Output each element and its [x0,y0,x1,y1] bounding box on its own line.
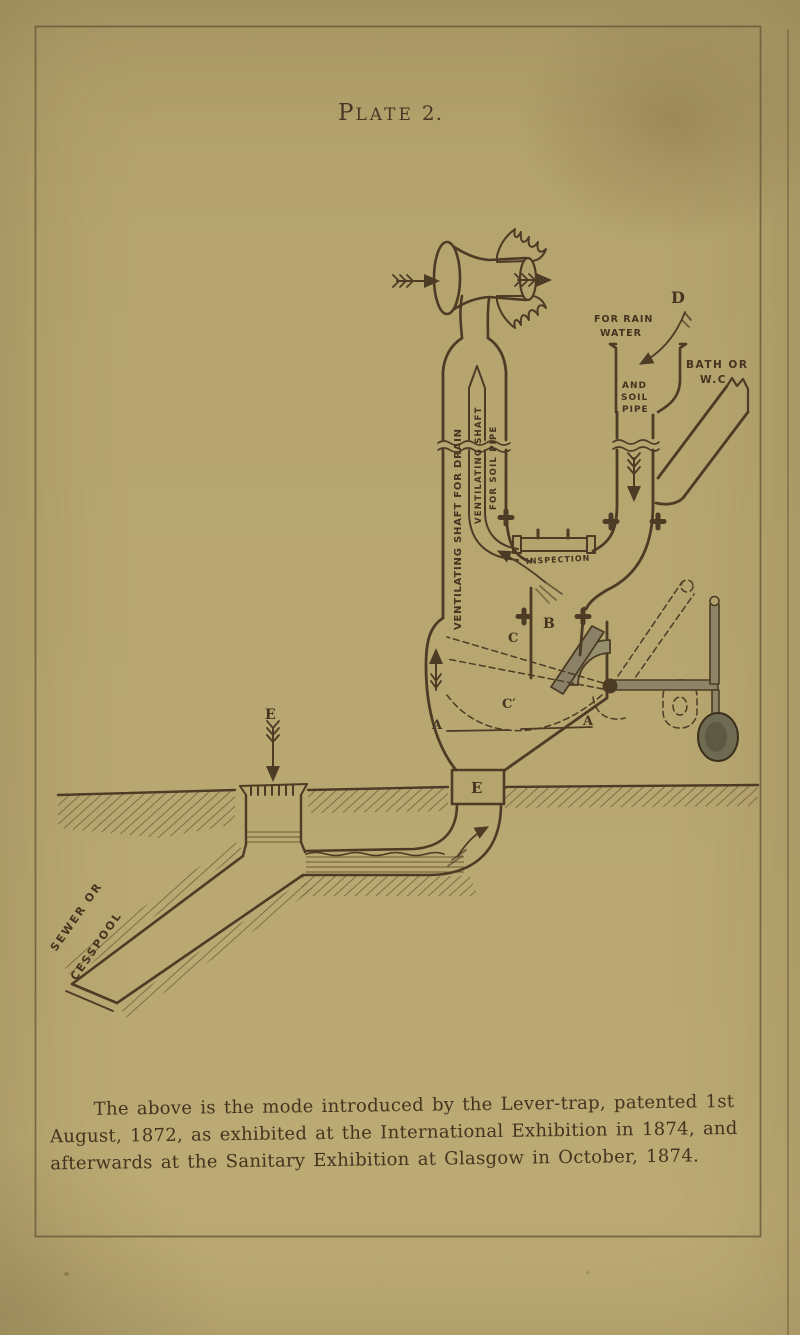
label-a-left: A [431,718,443,733]
junction-air-arrow [496,550,563,604]
drain-air-arrow [447,826,490,867]
bath-pipe [654,376,750,506]
label-soil-line2: SOIL [621,393,648,403]
lever-weight [697,712,739,762]
gully-chamber [241,793,307,858]
label-soil-line3: PIPE [622,405,649,415]
paper-speck-2 [586,1271,589,1274]
label-e-outlet: E [471,779,482,797]
label-for-rain-line1: FOR RAIN [594,314,653,325]
soil-pipe [584,410,655,611]
rain-hopper [608,342,688,414]
cowl-vane-bottom [496,294,547,329]
plate-frame [34,25,789,1335]
lever-arm [609,679,719,691]
soil-pipe-down-arrow [627,452,641,502]
label-inspection: INSPECTION [526,554,591,566]
label-bath-line2: W.C [700,374,727,386]
paper-speck-1 [64,1272,69,1276]
d-flow-arrow [638,311,692,365]
lever-mechanism [602,595,739,762]
label-b: B [543,616,555,632]
label-c-prime: C′ [502,697,516,712]
lever-pivot [602,678,618,694]
wavy-break [437,439,660,453]
plate-title-rest: LATE [355,105,414,125]
ground-surface [56,783,760,896]
label-for-rain-line2: WATER [600,328,642,339]
label-a-right: A [582,714,594,729]
label-bath-line1: BATH OR [686,359,748,371]
label-soil-line1: AND [622,381,647,391]
label-vent-drain: VENTILATING SHAFT FOR DRAIN [453,428,464,630]
outlet-e-box [450,768,506,806]
sewer-pipe [63,841,313,1018]
vent-shaft-inner [468,365,519,561]
lever-rod [709,603,720,685]
chamber-up-arrow [429,648,443,691]
label-d: D [671,288,685,307]
cowl [432,228,547,340]
plate-title-initial: P [338,100,356,126]
house-drain [303,802,503,877]
label-vent-soil-col1: VENTILATING SHAFT [474,406,484,524]
cowl-airflow-arrow-right [514,273,552,287]
plate-title-number: 2. [421,101,443,125]
plate-title: PLATE 2. [338,100,478,126]
label-vent-soil-col2: FOR SOIL PIPE [489,426,499,510]
inspection-cover [512,528,596,554]
label-e-grate: E [265,707,276,723]
cowl-airflow-arrow-left [392,274,440,288]
drain-water [306,855,464,874]
label-c: C [508,631,518,646]
flap-plate [550,625,605,695]
water-line-a [446,726,593,732]
cowl-vane-top [496,228,547,263]
flange-crosses [497,508,667,626]
gully-grate [239,783,308,796]
e-flow-arrow [266,720,280,782]
caption: The above is the mode introduced by the … [50,1088,763,1178]
